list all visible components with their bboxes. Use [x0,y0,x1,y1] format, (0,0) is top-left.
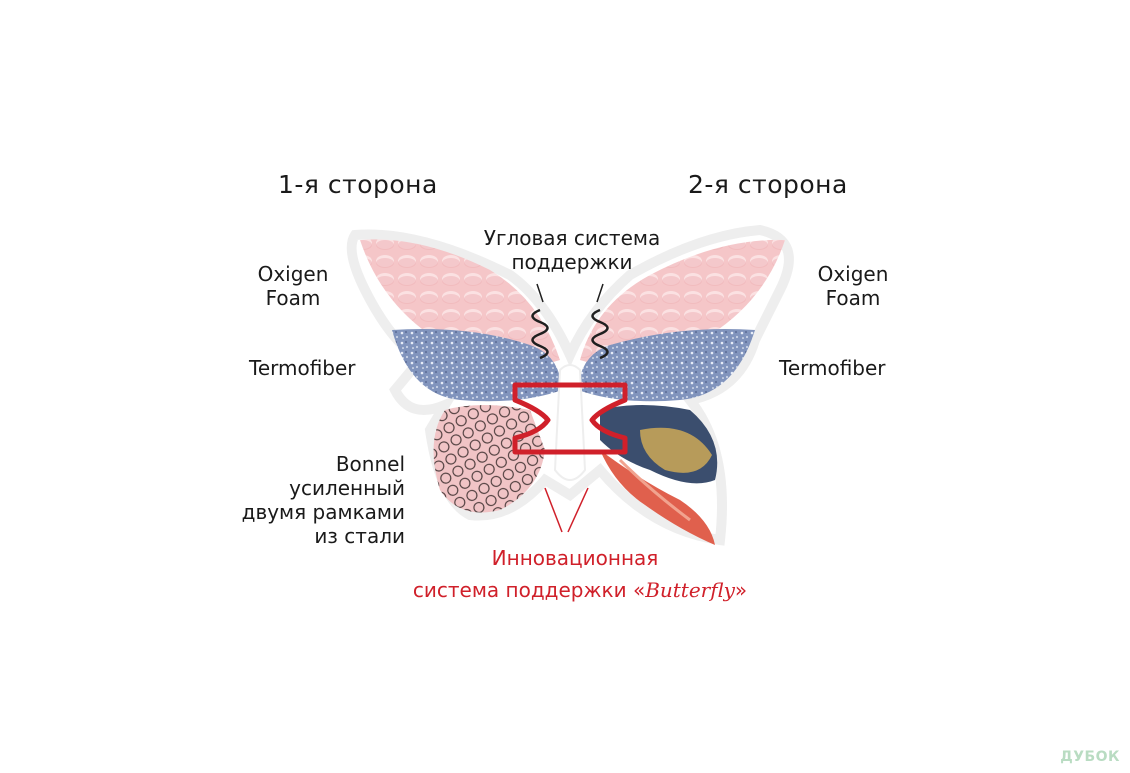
watermark-logo: ДУБОК [1060,749,1120,765]
termofiber-right-label: Termofiber [779,356,886,380]
butterfly-brand: Butterfly [645,578,735,602]
right-lower-wing-splash [600,405,718,545]
butterfly-body [553,364,587,481]
butterfly-support-frame [512,382,628,455]
corner-support-label: Угловая система поддержки [483,226,661,274]
corner-support-springs [531,308,609,360]
innovation-label-line2: система поддержки «Butterfly» [380,578,780,602]
innovation-suffix: » [734,578,748,602]
innovation-label-line1: Инновационная [491,546,659,570]
bonnel-label: Bonnel усиленный двумя рамками из стали [241,452,405,548]
oxigen-foam-left-label: Oxigen Foam [257,262,329,310]
oxigen-foam-right-label: Oxigen Foam [817,262,889,310]
left-lower-wing-springs [433,405,545,513]
left-upper-wing-foam [360,239,560,367]
side1-title: 1-я сторона [278,170,438,199]
side2-title: 2-я сторона [688,170,848,199]
innovation-prefix: система поддержки « [412,578,646,602]
corner-support-pointers [536,283,604,303]
right-upper-wing-foam [580,239,785,367]
termofiber-left-label: Termofiber [249,356,356,380]
innovation-pointers [544,487,589,533]
